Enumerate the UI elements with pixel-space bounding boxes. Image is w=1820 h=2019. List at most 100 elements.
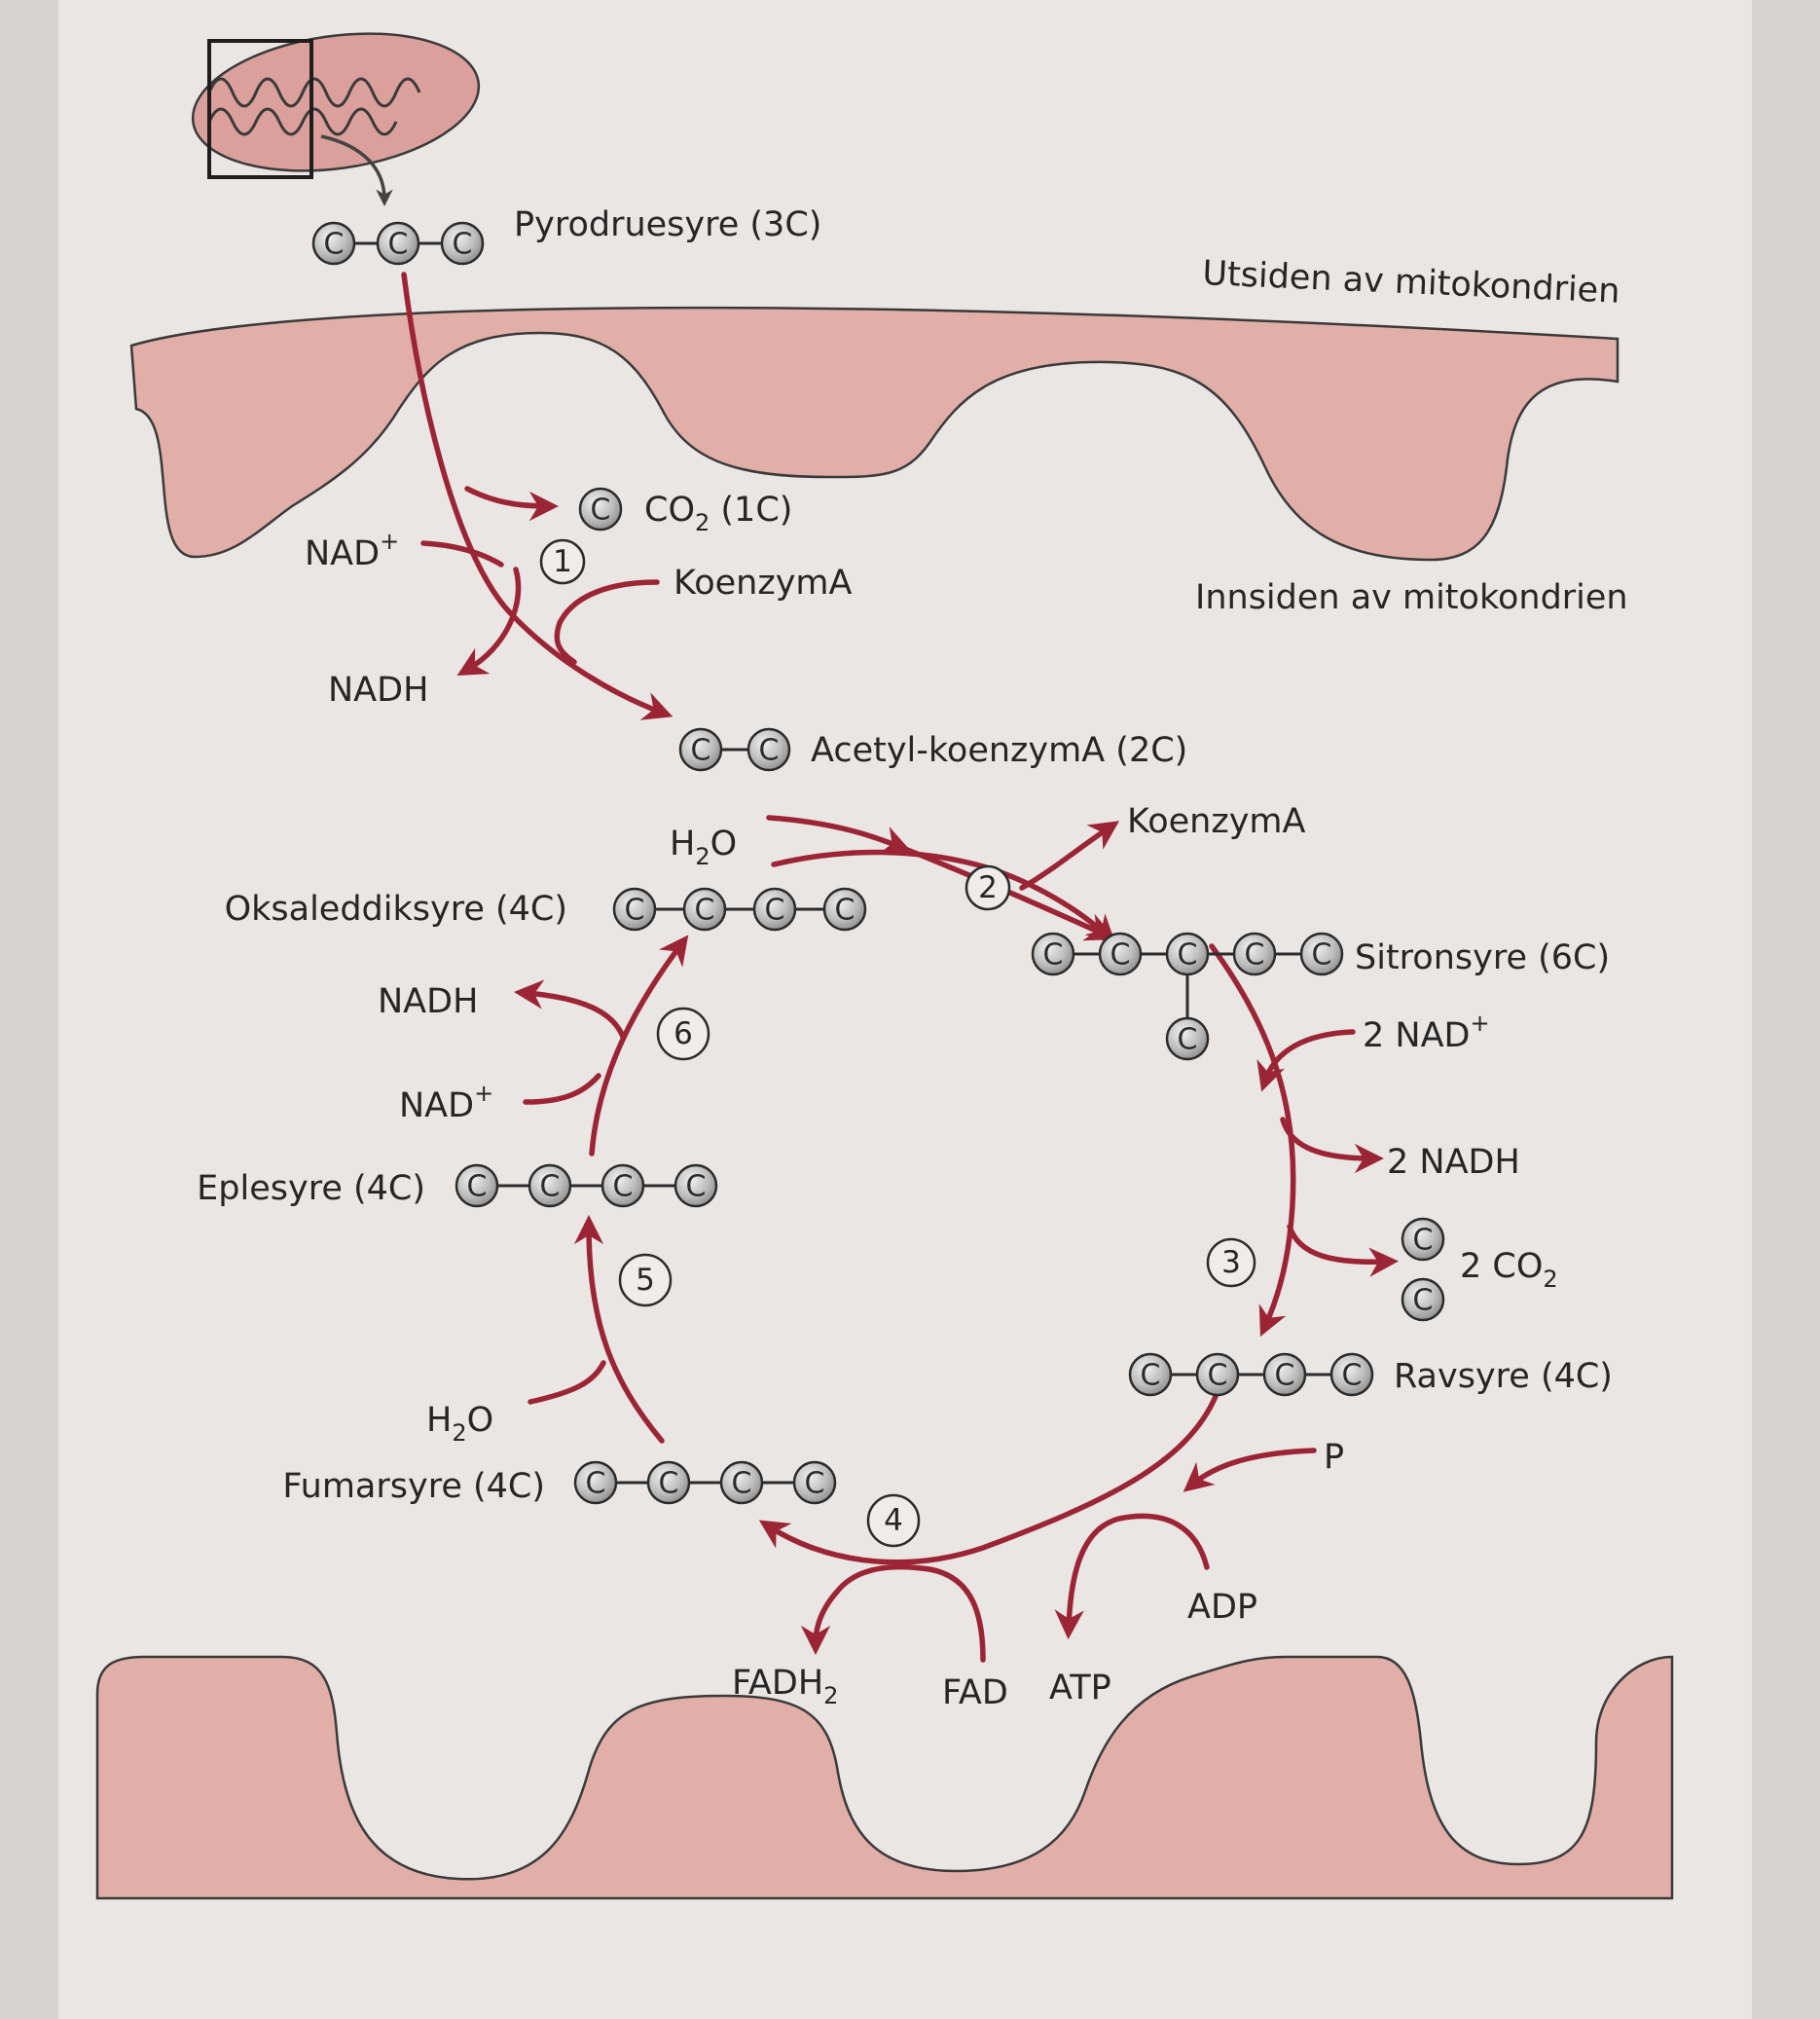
fumarate-atom-2-circle <box>646 1460 691 1505</box>
h2o-step2-label: H2O <box>670 825 737 870</box>
succinate-atom-4-letter: C <box>1342 1359 1363 1393</box>
reaction-arrows <box>401 272 1400 1663</box>
nadh-step3-label: 2 NADH <box>1387 1143 1520 1182</box>
fumarate-atom-1-letter: C <box>586 1467 606 1501</box>
acetyl-atom-1-letter: C <box>691 734 711 768</box>
fumarate-atom-3-letter: C <box>732 1467 752 1501</box>
co2-step1-atom-1-letter: C <box>591 494 611 528</box>
acetyl-atom-2-letter: C <box>759 734 780 768</box>
succinate-atom-2-letter: C <box>1208 1359 1228 1393</box>
nad-step1-label: NAD+ <box>305 528 399 573</box>
fumarate-atom-4-letter: C <box>805 1467 825 1501</box>
step-3-marker: 3 <box>1206 1237 1256 1288</box>
malate-atom-3-letter: C <box>613 1170 634 1204</box>
malate-atom-1-circle <box>455 1163 499 1208</box>
acetyl-coa-label: Acetyl-koenzymA (2C) <box>811 731 1187 770</box>
co2-step3-atom-2-circle <box>1401 1277 1445 1322</box>
malate-atom-4-circle <box>673 1163 718 1208</box>
inside-label: Innsiden av mitokondrien <box>1195 578 1628 617</box>
step-5-marker: 5 <box>618 1253 673 1307</box>
citrate-atom-5-letter: C <box>1312 938 1332 973</box>
nad-step3-label: 2 NAD+ <box>1363 1010 1490 1055</box>
citrate-atom-5-circle <box>1299 932 1344 976</box>
fumarate-atom-2-letter: C <box>659 1467 679 1501</box>
succinate-atom-1-circle <box>1128 1352 1173 1397</box>
oxaloacetate-atom-2-letter: C <box>695 894 715 928</box>
step-4-marker: 4 <box>866 1493 921 1548</box>
fumarate-label: Fumarsyre (4C) <box>282 1467 545 1506</box>
citrate-atom-1-letter: C <box>1043 938 1064 973</box>
citrate-atom-1-circle <box>1031 932 1075 976</box>
pyruvate-label: Pyrodruesyre (3C) <box>514 205 821 244</box>
fumarate-atom-1-circle <box>573 1460 618 1505</box>
oxaloacetate-atom-3-circle <box>752 887 797 932</box>
nadh-step6-label: NADH <box>378 982 478 1021</box>
phosphate-label: P <box>1324 1438 1344 1477</box>
coenzyme-a-out-label: KoenzymA <box>1127 802 1306 841</box>
pyruvate-atom-2-letter: C <box>388 228 409 262</box>
step-2-number: 2 <box>978 870 998 905</box>
malate-label: Eplesyre (4C) <box>197 1169 425 1208</box>
step-3-number: 3 <box>1221 1245 1241 1280</box>
coenzyme-a-in-label: KoenzymA <box>673 564 853 603</box>
succinate-atom-4-circle <box>1329 1352 1374 1397</box>
adp-label: ADP <box>1187 1588 1257 1627</box>
pyruvate-atom-3-letter: C <box>453 228 473 262</box>
co2-step1-atom-1-circle <box>578 487 623 532</box>
fad-label: FAD <box>942 1673 1008 1712</box>
oxaloacetate-atom-4-letter: C <box>835 894 855 928</box>
citrate-atom-2-circle <box>1098 932 1143 976</box>
inner-membrane <box>95 1655 1674 1900</box>
oxaloacetate-atom-1-circle <box>612 887 657 932</box>
citrate-atom-4-letter: C <box>1245 938 1265 973</box>
acetyl-atom-1-circle <box>678 727 723 772</box>
oxaloacetate-atom-4-circle <box>822 887 867 932</box>
citrate-molecule: C C C C C C <box>1031 932 1344 1061</box>
step-1-marker: 1 <box>539 538 586 585</box>
pyruvate-atom-1-circle <box>311 221 356 266</box>
step-5-number: 5 <box>636 1263 655 1298</box>
oxaloacetate-label: Oksaleddiksyre (4C) <box>225 890 567 929</box>
step-6-number: 6 <box>673 1016 693 1051</box>
succinate-label: Ravsyre (4C) <box>1394 1357 1613 1396</box>
step-4-number: 4 <box>884 1503 903 1538</box>
succinate-atom-3-letter: C <box>1275 1359 1295 1393</box>
pyruvate-atom-1-letter: C <box>324 228 345 262</box>
pyruvate-atom-2-circle <box>376 221 420 266</box>
step-1-number: 1 <box>553 544 572 579</box>
h2o-step5-label: H2O <box>426 1401 493 1447</box>
co2-step3-label: 2 CO2 <box>1460 1247 1558 1293</box>
atp-label: ATP <box>1049 1669 1111 1707</box>
step-2-marker: 2 <box>965 864 1011 911</box>
co2-step3-atom-2-letter: C <box>1413 1284 1434 1318</box>
succinate-atom-3-circle <box>1262 1352 1307 1397</box>
co2-step1-label: CO2 (1C) <box>644 491 792 536</box>
citrate-label: Sitronsyre (6C) <box>1355 938 1610 977</box>
oxaloacetate-atom-2-circle <box>682 887 727 932</box>
pyruvate-atom-3-circle <box>440 221 485 266</box>
succinate-atom-1-letter: C <box>1141 1359 1161 1393</box>
co2-step3-atom-1-letter: C <box>1413 1224 1434 1258</box>
citrate-atom-3-letter: C <box>1178 938 1198 973</box>
fumarate-atom-3-circle <box>719 1460 764 1505</box>
acetyl-atom-2-circle <box>746 727 791 772</box>
oxaloacetate-atom-3-letter: C <box>765 894 785 928</box>
malate-atom-2-circle <box>528 1163 572 1208</box>
citrate-branch-atom-letter: C <box>1178 1023 1198 1057</box>
mitochondrion-icon <box>191 32 481 206</box>
oxaloacetate-atom-1-letter: C <box>625 894 645 928</box>
fumarate-atom-4-circle <box>792 1460 837 1505</box>
co2-step3-molecule: CC <box>1401 1217 1445 1322</box>
nad-step6-label: NAD+ <box>399 1080 493 1125</box>
step-6-marker: 6 <box>656 1007 710 1061</box>
citrate-branch-atom-circle <box>1165 1016 1210 1061</box>
citrate-atom-2-letter: C <box>1110 938 1131 973</box>
nadh-step1-label: NADH <box>328 671 428 710</box>
fadh2-label: FADH2 <box>732 1664 838 1709</box>
